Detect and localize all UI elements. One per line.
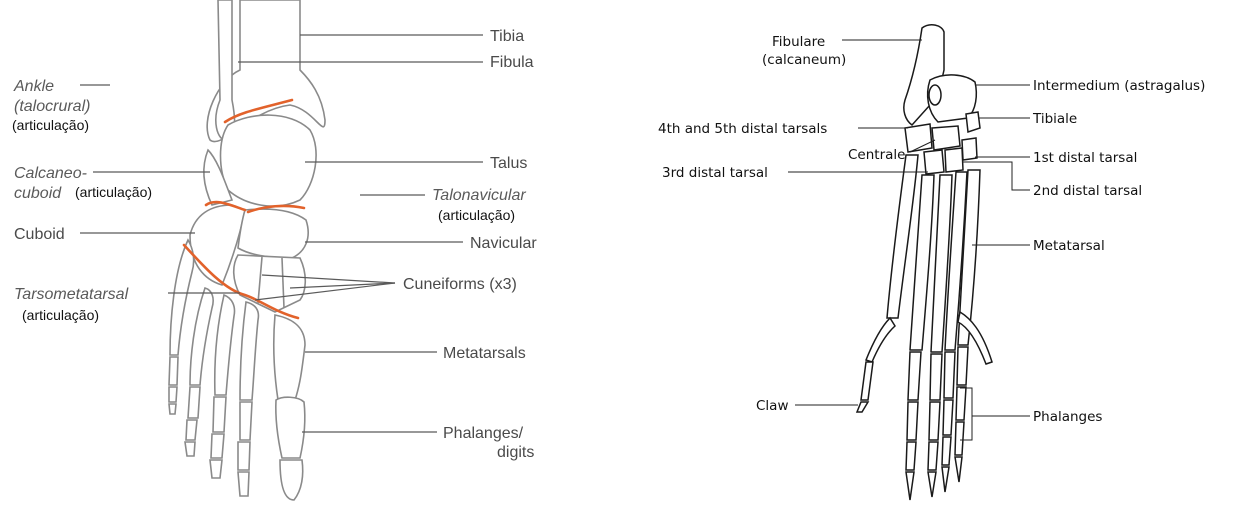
label-intermedium: Intermedium (astragalus) — [1033, 78, 1205, 94]
label-digits: digits — [497, 444, 534, 461]
label-tibiale: Tibiale — [1032, 111, 1077, 127]
label-claw: Claw — [756, 398, 789, 414]
animal-leader-lines — [788, 39, 1030, 441]
label-ankle-talocrural: (talocrural) — [14, 98, 90, 115]
cuneiform-bones — [232, 254, 307, 313]
label-centrale: Centrale — [848, 147, 905, 163]
label-talus: Talus — [490, 155, 527, 172]
label-tibia: Tibia — [490, 28, 524, 45]
label-phalanges: Phalanges/ — [443, 425, 524, 442]
label-cuboid: Cuboid — [14, 226, 65, 243]
distal-tarsal-1 — [961, 137, 978, 161]
human-foot-illustration — [168, 0, 326, 501]
phalanx-digit-5 — [860, 361, 874, 401]
label-distal-tarsal-1: 1st distal tarsal — [1033, 150, 1137, 166]
metatarsal-1 — [272, 314, 306, 401]
navicular-bone — [237, 208, 309, 259]
label-ankle-articulacao: (articulação) — [12, 117, 89, 133]
label-cuboid-joint: cuboid — [14, 185, 62, 202]
animal-labels: Fibulare (calcaneum) Intermedium (astrag… — [658, 34, 1205, 425]
ankle-joint-line — [223, 98, 294, 124]
tibiale-bone — [965, 111, 981, 134]
intermedium-bone — [926, 74, 978, 123]
label-cuneiforms: Cuneiforms (x3) — [403, 276, 517, 293]
label-tarsometatarsal-articulacao: (articulação) — [22, 307, 99, 323]
label-calcaneo-articulacao: (articulação) — [75, 184, 152, 200]
centrale-bone — [931, 125, 961, 151]
phalanx-1 — [275, 396, 306, 459]
calcaneocuboid-joint-line — [204, 200, 247, 212]
label-navicular: Navicular — [470, 235, 537, 252]
label-calcaneum: (calcaneum) — [762, 52, 846, 68]
distal-tarsal-2 — [944, 147, 964, 173]
metatarsal-i — [957, 169, 981, 346]
human-leader-lines — [80, 34, 483, 433]
label-talonavicular: Talonavicular — [432, 187, 526, 204]
label-metatarsal: Metatarsal — [1033, 238, 1105, 254]
label-distal-tarsal-3: 3rd distal tarsal — [662, 165, 768, 181]
label-fibula: Fibula — [490, 54, 534, 71]
animal-foot-illustration — [855, 24, 993, 501]
tarsometatarsal-joint-line — [182, 243, 300, 320]
tibia-bone — [206, 0, 326, 143]
metatarsal-v — [886, 154, 919, 319]
label-distal-tarsals-45: 4th and 5th distal tarsals — [658, 121, 827, 137]
label-talonavicular-articulacao: (articulação) — [438, 207, 515, 223]
fibulare-bone — [903, 24, 945, 127]
talonavicular-joint-line — [246, 204, 306, 214]
label-phalanges-animal: Phalanges — [1033, 409, 1102, 425]
metatarsal-iii — [930, 174, 953, 353]
metatarsal-iv — [909, 174, 935, 351]
human-labels: Tibia Fibula Ankle (talocrural) (articul… — [12, 28, 537, 461]
label-calcaneo: Calcaneo- — [14, 165, 87, 182]
metatarsal-ii — [944, 171, 968, 351]
talus-bone — [219, 114, 317, 207]
distal-tarsal-3 — [923, 149, 945, 175]
label-distal-tarsal-2: 2nd distal tarsal — [1033, 183, 1142, 199]
label-tarsometatarsal: Tarsometatarsal — [14, 286, 129, 303]
label-metatarsals: Metatarsals — [443, 345, 526, 362]
label-fibulare: Fibulare — [772, 34, 825, 50]
label-ankle: Ankle — [13, 78, 54, 95]
